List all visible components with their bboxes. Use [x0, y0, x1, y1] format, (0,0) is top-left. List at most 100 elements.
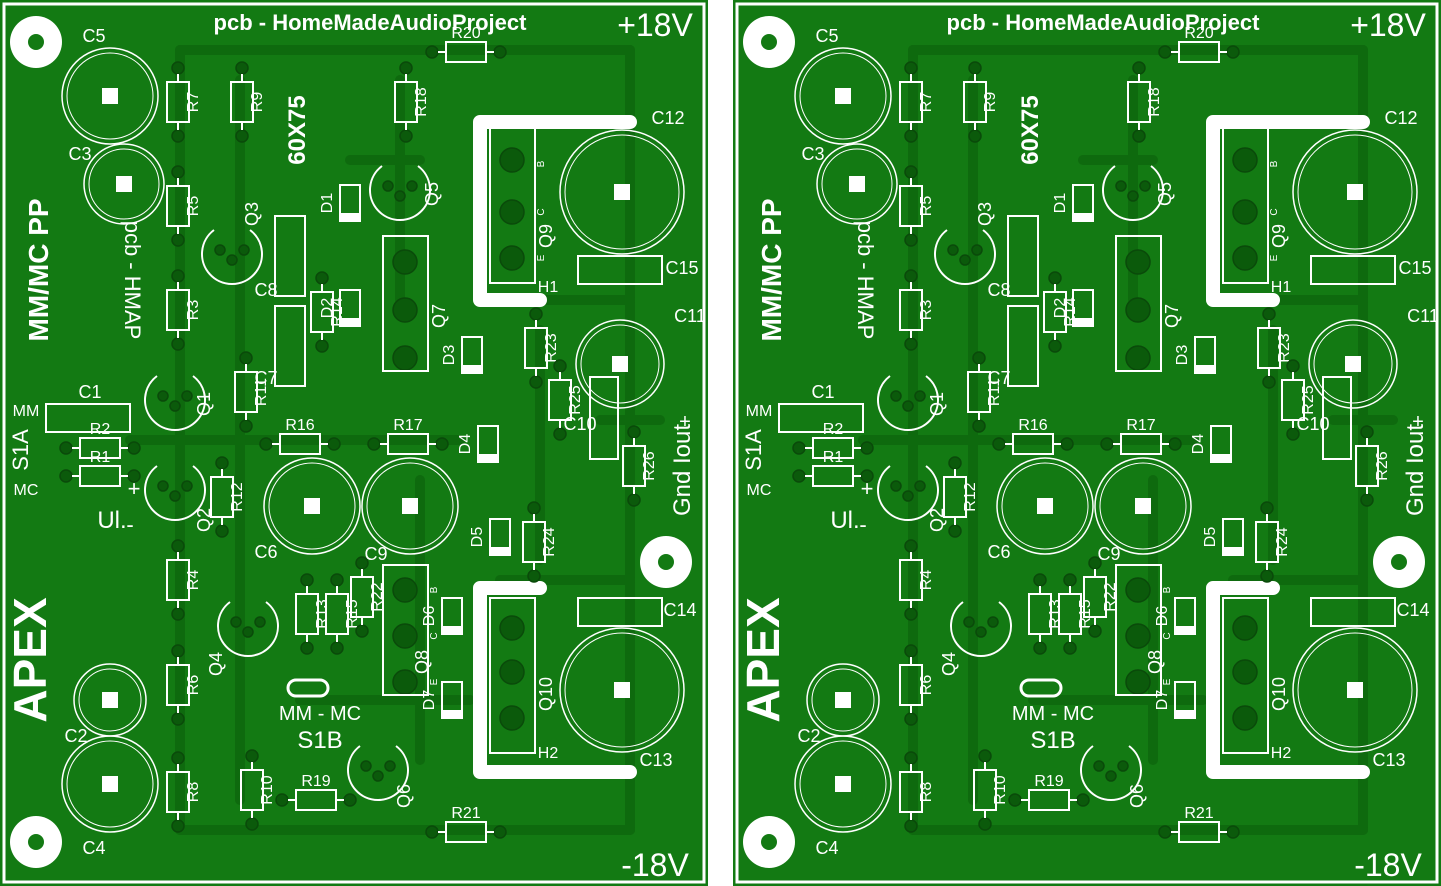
- transistor-outline: [1102, 165, 1164, 221]
- pad: [904, 129, 918, 143]
- transistor-label: Q9: [536, 224, 556, 248]
- transistor-label: Q5: [1155, 182, 1175, 206]
- pin-label: E: [429, 678, 440, 685]
- cap-outline: [559, 129, 685, 255]
- transistor-outline: [877, 465, 939, 521]
- pad: [330, 573, 344, 587]
- transistor-label: Q1: [194, 392, 214, 416]
- pad: [1226, 45, 1240, 59]
- pad: [890, 390, 902, 402]
- square-pad: [116, 176, 132, 192]
- film-cap: [1310, 255, 1396, 285]
- resistor-label: R20: [1184, 25, 1213, 42]
- heatsink-2-label: H2: [1271, 745, 1292, 762]
- diode-band: [340, 213, 360, 221]
- film-cap: [1310, 597, 1396, 627]
- pad: [904, 751, 918, 765]
- pad: [972, 351, 986, 365]
- resistor-label: R19: [1034, 773, 1063, 790]
- pad: [527, 569, 541, 583]
- pad: [499, 659, 525, 685]
- resistor: [1127, 61, 1151, 143]
- resistor-label: R12: [962, 482, 979, 511]
- film-cap: [1322, 376, 1352, 460]
- transistor-label: Q6: [394, 784, 414, 808]
- cap-label: C8: [987, 280, 1010, 300]
- q7-outline: [382, 235, 429, 372]
- pad: [971, 244, 983, 256]
- pin-label: E: [1269, 254, 1280, 261]
- resistor-label: R15: [344, 599, 361, 628]
- transistor-label: Q10: [1269, 677, 1289, 711]
- heatsink-1: [1206, 115, 1370, 307]
- pad: [553, 359, 567, 373]
- pad: [1093, 760, 1105, 772]
- pad: [904, 819, 918, 833]
- diode-label: D1: [1052, 193, 1069, 214]
- resistor-label: R4: [918, 570, 935, 591]
- diode-band: [1223, 547, 1243, 555]
- resistor: [59, 465, 141, 487]
- pad: [499, 199, 525, 225]
- pad: [1232, 615, 1258, 641]
- mounting-hole-center: [1391, 554, 1407, 570]
- product-label: MM/MC PP: [23, 198, 54, 341]
- switch-b-label: S1B: [1030, 727, 1075, 754]
- electrolytic-cap: [361, 457, 459, 555]
- resistor: [230, 61, 254, 143]
- cap-outline: [559, 627, 685, 753]
- minus-label: -: [126, 512, 133, 537]
- square-pad: [402, 498, 418, 514]
- transistor-outline: [347, 745, 409, 801]
- pad: [171, 607, 185, 621]
- diode-label: D6: [421, 606, 438, 627]
- cap-label: C5: [815, 26, 838, 46]
- resistor: [1158, 41, 1240, 63]
- resistor: [59, 437, 141, 459]
- resistor: [1043, 271, 1067, 353]
- pad: [627, 425, 641, 439]
- pad: [181, 390, 193, 402]
- cap-outline: [816, 143, 898, 225]
- diode-label: D3: [441, 345, 458, 366]
- pad: [171, 751, 185, 765]
- pad: [493, 825, 507, 839]
- pad: [493, 45, 507, 59]
- pad: [127, 469, 141, 483]
- resistor-label: R26: [1374, 451, 1391, 480]
- resistor: [1257, 307, 1281, 389]
- electrolytic-cap: [61, 735, 159, 833]
- pad: [300, 573, 314, 587]
- heatsink-1: [473, 115, 637, 307]
- cap-label: C2: [64, 726, 87, 746]
- transistor-outline: [1080, 745, 1142, 801]
- pad: [392, 249, 418, 275]
- q8-outline: [1115, 564, 1162, 696]
- film-cap: [45, 403, 131, 433]
- pad: [1168, 437, 1182, 451]
- plus-label: +: [128, 476, 141, 501]
- resistor-label: R9: [249, 92, 266, 113]
- mode-mm-label: MM: [746, 403, 773, 420]
- input-label: Ul.: [830, 507, 859, 534]
- resistor: [1008, 789, 1090, 811]
- transistor-label: Q2: [194, 508, 214, 532]
- resistor-label: R12: [229, 482, 246, 511]
- apex-logo: APEX: [4, 597, 56, 723]
- resistor-label: R3: [918, 300, 935, 321]
- electrolytic-cap: [806, 663, 880, 737]
- pad: [382, 180, 394, 192]
- mounting-hole-center: [658, 554, 674, 570]
- heatsink-1-label: H1: [538, 279, 559, 296]
- pin-label: C: [536, 208, 547, 215]
- square-pad: [1347, 682, 1363, 698]
- pin-label: B: [1162, 586, 1173, 593]
- transistor-label: Q3: [975, 202, 995, 226]
- electrolytic-cap: [61, 47, 159, 145]
- pad: [529, 307, 543, 321]
- resistor-label: R19: [301, 773, 330, 790]
- pad: [245, 817, 259, 831]
- resistor-label: R5: [185, 196, 202, 217]
- resistor: [792, 437, 874, 459]
- resistor-label: R3: [185, 300, 202, 321]
